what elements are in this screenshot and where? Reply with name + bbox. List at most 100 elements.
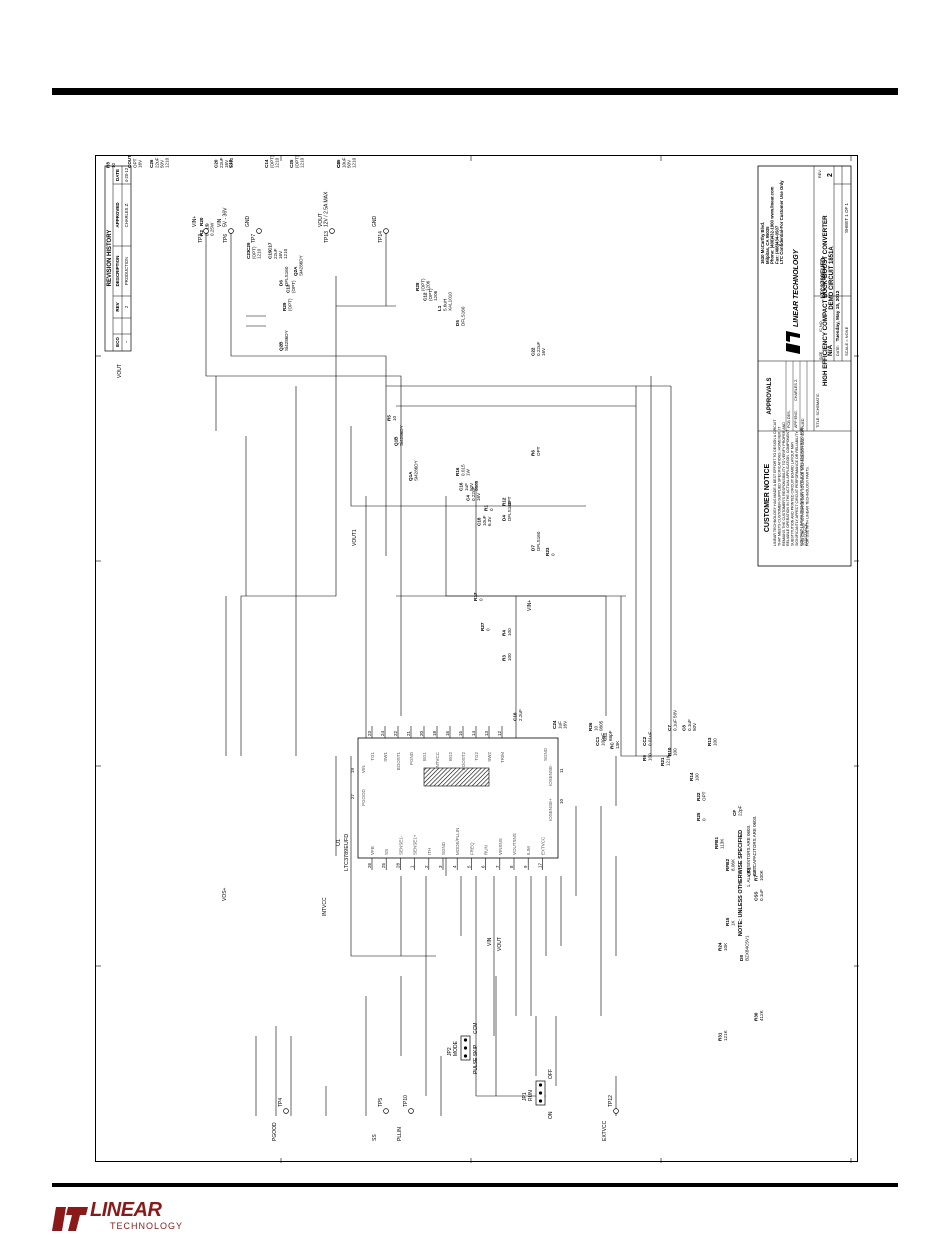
- footer-rule: [52, 1183, 898, 1187]
- ic-pin-number: 14: [471, 730, 476, 736]
- component-ref: R25: [696, 812, 701, 821]
- component-ref: R31: [718, 1032, 723, 1041]
- sheet-value: SHEET 1 OF 1: [844, 203, 849, 233]
- ic-pin-iosense-pos-name: IOSENSE+: [548, 798, 553, 821]
- component-ref: D6: [278, 280, 283, 286]
- component-ref: RC: [610, 742, 615, 749]
- component-value: 10uF: [342, 157, 347, 168]
- address-line: 1630 McCarthy Blvd.: [760, 222, 765, 264]
- ic-pin-name: TG1: [370, 752, 375, 761]
- component-value: Si4286DY: [414, 460, 419, 481]
- ic-part: LTC3789EUFD: [344, 834, 350, 871]
- jumper-pin-icon: [538, 1091, 543, 1095]
- test-point-ref: TP12: [608, 1095, 614, 1107]
- ic-pin-name: SENSE1+: [413, 834, 418, 855]
- test-point-label: GND: [372, 216, 378, 228]
- component-value: 113K: [720, 838, 725, 849]
- component-ref: Q2B: [278, 341, 283, 351]
- proprietary-line: THIS CIRCUIT IS PROPRIETARY TO LINEAR TE…: [801, 418, 805, 546]
- component-value: 0805: [599, 720, 604, 731]
- jumper-pin-icon: [538, 1083, 543, 1087]
- title-label: TITLE: SCHEMATIC: [816, 393, 820, 428]
- notice-line: ASSISTANCE.: [804, 523, 808, 547]
- footer-brand: LINEAR: [90, 1199, 162, 1221]
- component-ref: R28: [415, 282, 420, 291]
- component-value: 1W: [465, 468, 470, 476]
- component-ref: R8: [106, 162, 111, 168]
- component-value: (OPT): [270, 156, 275, 168]
- component-ref: R9: [642, 755, 647, 761]
- component-value: 412K: [759, 1009, 764, 1021]
- ic-pin-name: ITH: [427, 848, 432, 855]
- test-point-ref: TP5: [378, 1098, 384, 1107]
- component-value: OPT: [536, 446, 541, 456]
- jumper-pin-icon: [538, 1099, 543, 1103]
- rev-row-date: 4-20-12: [124, 167, 129, 182]
- component-ref: CC2: [642, 736, 647, 746]
- ic-no-label: IC NO.: [819, 320, 823, 332]
- component-ref: R14: [689, 772, 694, 781]
- component-value: (OPT): [252, 246, 257, 259]
- ic-pin-number: 22: [393, 730, 398, 736]
- ic-pin-number: 6: [481, 865, 486, 868]
- size-label: SIZE: [819, 351, 823, 360]
- jumper-ref: JP2: [447, 1047, 453, 1056]
- schematic-drawing: REVISION HISTORY DATE APPROVED DESCRIPTI…: [96, 152, 859, 1163]
- ic-pin-name: SS: [384, 849, 389, 855]
- component-value: 50V: [692, 722, 697, 731]
- test-point-icon: [256, 228, 262, 234]
- component-ref: R17: [473, 592, 478, 601]
- wire: [350, 756, 436, 957]
- test-point-icon: [329, 228, 335, 234]
- component-value: 0.1uF: [687, 719, 692, 731]
- rev-row-eco: –: [124, 340, 129, 343]
- linear-logo-icon: [52, 1207, 88, 1231]
- jumper-option: PULSE SKIP: [473, 1044, 479, 1074]
- component-value: 100: [648, 753, 653, 761]
- component-ref: C11: [602, 732, 607, 741]
- component-c12: C12(OPT)1206: [422, 288, 438, 301]
- ic-pin-number: 7: [495, 865, 500, 868]
- rev-value: 2: [827, 173, 834, 177]
- header-rule: [52, 88, 898, 95]
- footer-logo: LINEAR TECHNOLOGY: [52, 1195, 202, 1239]
- wire: [350, 426, 586, 507]
- component-value: 0805: [474, 480, 479, 491]
- component-value: Si4286DY: [399, 425, 404, 446]
- ic-pin-iosense-pos-num: 10: [559, 798, 564, 804]
- component-ref: C18: [476, 517, 481, 526]
- test-point-label: 12V / 2.5A MAX: [324, 191, 330, 227]
- address-line: Milpitas, CA 95035: [765, 226, 770, 264]
- rev-col-description: DESCRIPTION: [115, 256, 120, 287]
- component-value: 10uF: [482, 515, 487, 526]
- component-ref: R5: [386, 415, 391, 421]
- test-point-ref: TP3: [198, 234, 204, 243]
- component-ref: C25: [336, 159, 341, 168]
- component-value: 2.2uF: [518, 709, 523, 721]
- notice-line: RELIABLE OPERATION IN THE ACTUAL APPLICA…: [786, 429, 790, 546]
- ic-pin-name: ILIM: [526, 846, 531, 855]
- component-value: 8.06K: [730, 858, 735, 871]
- component-value: OPT: [133, 158, 138, 168]
- rev-row-approved: CHARLES Z.: [124, 203, 129, 228]
- rev-label: REV.: [818, 169, 822, 178]
- ic-u1: U1 LTC3789EUFD 23TG124SW122BOOST121PGND2…: [336, 726, 564, 871]
- ic-pin-name: VFB: [370, 846, 375, 855]
- component-value: 1210: [352, 157, 357, 168]
- ic-pin-number: 24: [380, 730, 385, 736]
